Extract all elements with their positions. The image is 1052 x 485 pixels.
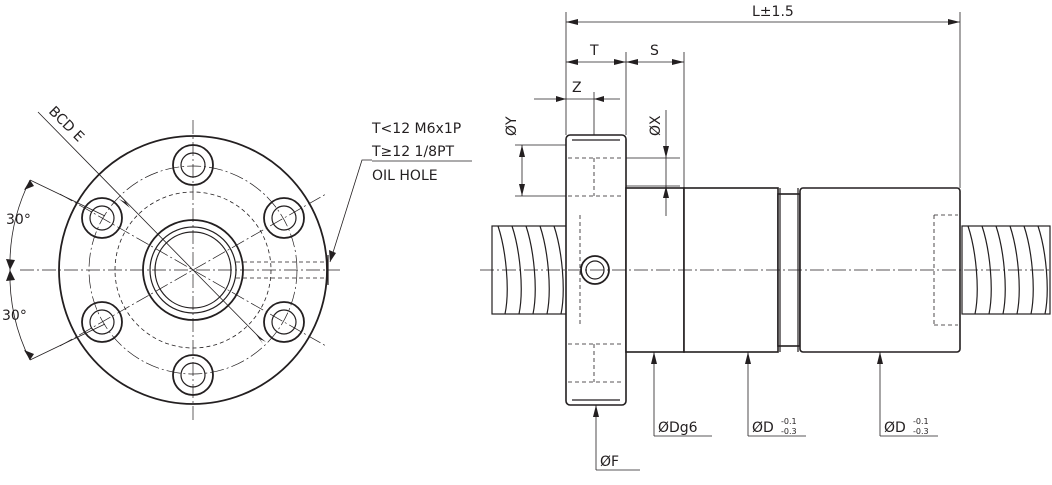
dim-flange-diameter: ØF bbox=[600, 454, 619, 470]
bolt-hole-upper-right bbox=[263, 197, 305, 239]
dim-body-1-tol-upper: -0.1 bbox=[781, 417, 797, 426]
dim-bolt-hole-x: ØX bbox=[648, 115, 664, 136]
angle-top-label: 30° bbox=[6, 212, 31, 228]
dim-overall-length: L±1.5 bbox=[752, 4, 794, 20]
dim-bolt-hole-y: ØY bbox=[504, 116, 520, 136]
dim-body-1-tol-lower: -0.3 bbox=[781, 427, 797, 436]
side-view: L±1.5 T S Z ØY ØX bbox=[480, 4, 1052, 471]
oil-hole-line-1: T<12 M6x1P bbox=[371, 121, 461, 137]
bolt-hole-upper-left bbox=[81, 197, 123, 239]
dim-flange-thickness: T bbox=[589, 43, 599, 59]
dim-pilot-diameter: ØDg6 bbox=[658, 420, 698, 436]
bolt-hole-lower-right bbox=[263, 301, 305, 343]
dim-seal-length: S bbox=[650, 43, 659, 59]
oil-hole-line-2: T≥12 1/8PT bbox=[371, 144, 455, 160]
oil-hole-line-3: OIL HOLE bbox=[372, 168, 438, 184]
dim-body-diameter-1: ØD bbox=[752, 420, 774, 436]
angle-bottom-label: 30° bbox=[2, 308, 27, 324]
dim-z: Z bbox=[572, 80, 582, 96]
front-view: BCD E 30° 30° bbox=[2, 104, 372, 420]
dim-body-2-tol-lower: -0.3 bbox=[913, 427, 929, 436]
dim-body-diameter-2: ØD bbox=[884, 420, 906, 436]
oil-hole-note: T<12 M6x1P T≥12 1/8PT OIL HOLE bbox=[371, 121, 472, 184]
dim-body-2-tol-upper: -0.1 bbox=[913, 417, 929, 426]
bcd-label: BCD E bbox=[45, 104, 87, 146]
bolt-hole-lower-left bbox=[81, 301, 123, 343]
